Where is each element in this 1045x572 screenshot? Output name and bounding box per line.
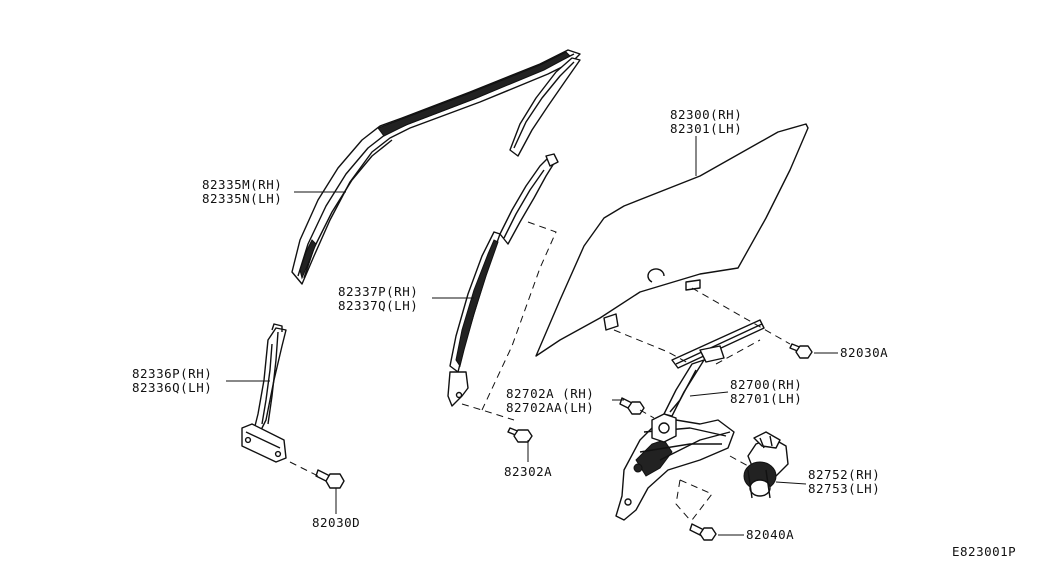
callout-82702: 82702A (RH) 82702AA(LH) bbox=[506, 386, 594, 415]
bolt-82702A bbox=[619, 397, 645, 415]
label-82337-lh: 82337Q(LH) bbox=[338, 298, 418, 313]
callout-82752: 82752(RH) 82753(LH) bbox=[808, 467, 880, 496]
label-82302A: 82302A bbox=[504, 464, 552, 479]
label-82335-lh: 82335N(LH) bbox=[202, 191, 282, 206]
door-sash-channel-82335 bbox=[291, 49, 581, 285]
window-regulator-82700 bbox=[615, 319, 765, 521]
label-82700-rh: 82700(RH) bbox=[730, 377, 802, 392]
label-82336-rh: 82336P(RH) bbox=[132, 366, 212, 381]
label-82030A: 82030A bbox=[840, 345, 888, 360]
bolt-82302A bbox=[507, 427, 533, 443]
regulator-motor-82752 bbox=[743, 431, 789, 499]
callout-82335: 82335M(RH) 82335N(LH) bbox=[202, 177, 282, 206]
callout-82337: 82337P(RH) 82337Q(LH) bbox=[338, 284, 418, 313]
label-82300-lh: 82301(LH) bbox=[670, 121, 742, 136]
label-82752-lh: 82753(LH) bbox=[808, 481, 880, 496]
bolt-82040A bbox=[689, 523, 717, 541]
bolt-82030D bbox=[315, 469, 345, 489]
leader-lines bbox=[226, 136, 838, 536]
label-82700-lh: 82701(LH) bbox=[730, 391, 802, 406]
callout-82700: 82700(RH) 82701(LH) bbox=[730, 377, 802, 406]
callout-82336: 82336P(RH) 82336Q(LH) bbox=[132, 366, 212, 395]
assembly-dashed-lines bbox=[289, 221, 791, 521]
callout-82300: 82300(RH) 82301(LH) bbox=[670, 107, 742, 136]
label-82030D: 82030D bbox=[312, 515, 360, 530]
bolt-82030A bbox=[789, 343, 813, 359]
label-82752-rh: 82752(RH) bbox=[808, 467, 880, 482]
door-glass-82300 bbox=[535, 123, 809, 357]
run-channel-82337 bbox=[447, 153, 559, 407]
label-82702-lh: 82702AA(LH) bbox=[506, 400, 594, 415]
label-82335-rh: 82335M(RH) bbox=[202, 177, 282, 192]
label-82040A: 82040A bbox=[746, 527, 794, 542]
label-82702-rh: 82702A (RH) bbox=[506, 386, 594, 401]
lower-sash-82336 bbox=[241, 323, 287, 463]
label-82337-rh: 82337P(RH) bbox=[338, 284, 418, 299]
label-82300-rh: 82300(RH) bbox=[670, 107, 742, 122]
diagram-code: E823001P bbox=[952, 544, 1016, 559]
label-82336-lh: 82336Q(LH) bbox=[132, 380, 212, 395]
